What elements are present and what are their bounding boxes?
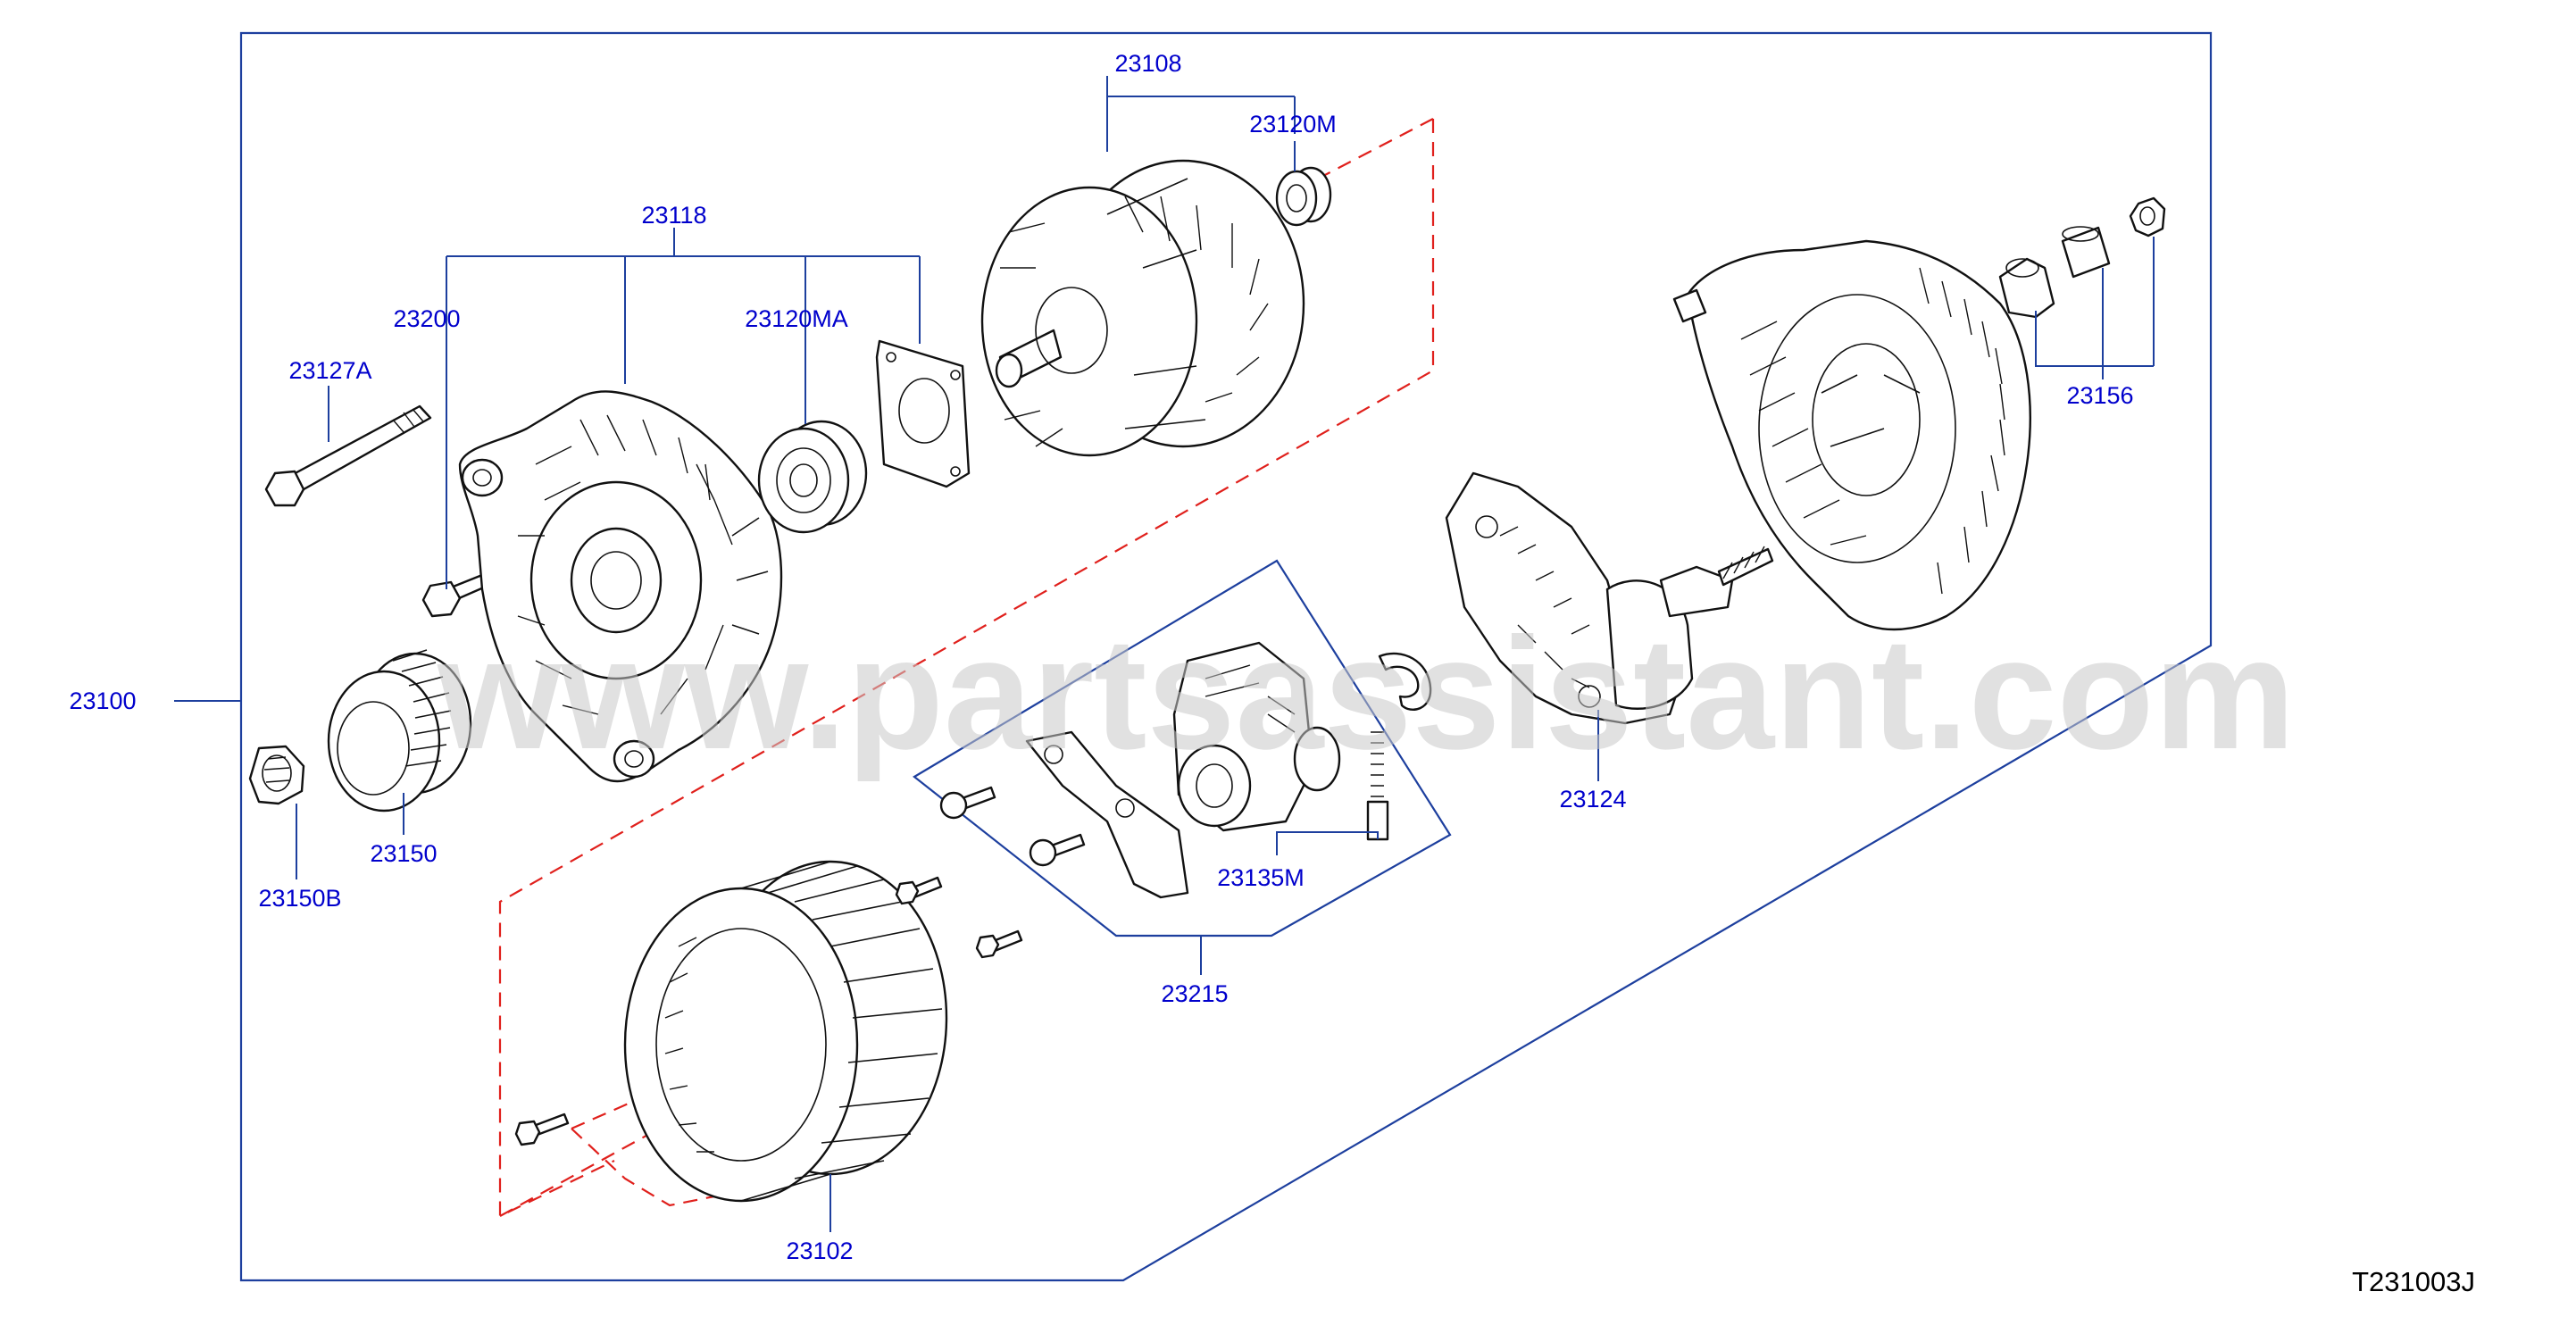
front-bracket-23118	[458, 390, 783, 783]
assembly-frame	[239, 31, 2213, 1282]
label-23108: 23108	[1114, 50, 1181, 77]
watermark: www.partsassistant.com	[437, 604, 2296, 782]
label-23215: 23215	[1161, 980, 1228, 1007]
bearing-retainer-plate	[875, 339, 971, 488]
label-23124: 23124	[1559, 786, 1626, 812]
rear-bracket	[1672, 239, 2031, 631]
leader-23156	[2035, 237, 2155, 375]
terminal-insulator	[1998, 257, 2055, 319]
screw-lower	[975, 929, 1023, 959]
label-23118: 23118	[641, 202, 706, 229]
screw-upper	[895, 876, 943, 905]
brush-holder-spring	[1366, 731, 1389, 841]
leader-23135M	[1276, 831, 1379, 855]
terminal-nut	[2129, 196, 2166, 238]
pulley-23150	[327, 649, 472, 812]
diagram-id: T231003J	[2352, 1266, 2475, 1297]
rotor-23108	[980, 159, 1305, 457]
label-23156: 23156	[2066, 382, 2133, 409]
label-23100: 23100	[69, 688, 136, 714]
rear-bearing-23120M	[1275, 166, 1332, 227]
screw-stator	[514, 1112, 570, 1146]
label-23150B: 23150B	[258, 885, 341, 912]
pulley-nut-23150B	[248, 745, 305, 805]
terminal-spacer	[2061, 226, 2111, 279]
regulator-cover-plate	[1025, 730, 1189, 899]
regulator-group-frame	[913, 559, 1452, 938]
leader-23118	[446, 228, 921, 589]
label-23127A: 23127A	[288, 357, 371, 384]
voltage-regulator	[1172, 641, 1341, 832]
regulator-screw-b	[1029, 833, 1086, 867]
through-bolt-23127A	[264, 404, 432, 507]
label-23135M: 23135M	[1217, 864, 1305, 891]
label-23150: 23150	[370, 840, 437, 867]
rectifier-23124	[1445, 471, 1774, 725]
label-23200: 23200	[393, 305, 460, 332]
retaining-clip	[1378, 652, 1432, 711]
label-23102: 23102	[786, 1238, 853, 1264]
label-23120M: 23120M	[1249, 111, 1337, 138]
bearing-23120MA	[757, 420, 868, 534]
regulator-screw-a	[939, 786, 996, 820]
stator-23102	[623, 860, 948, 1203]
label-23120MA: 23120MA	[745, 305, 848, 332]
leader-23108	[1106, 76, 1296, 152]
